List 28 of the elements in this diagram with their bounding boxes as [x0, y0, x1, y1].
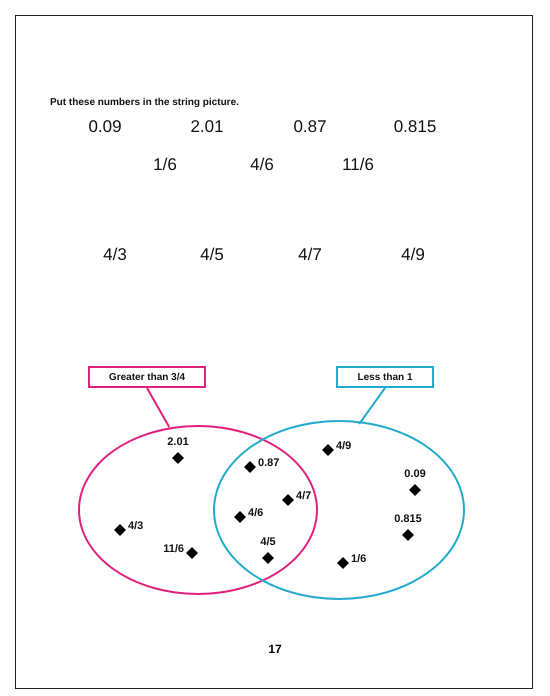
number-item: 0.09: [88, 117, 122, 137]
point-label: 4/3: [128, 520, 144, 532]
point-label: 11/6: [163, 543, 184, 555]
point-label: 0.815: [394, 513, 422, 525]
point-label: 4/7: [296, 490, 312, 502]
number-item: 0.815: [394, 117, 436, 137]
number-item: 4/9: [401, 245, 425, 265]
point-label: 4/9: [336, 440, 352, 452]
point-label: 4/6: [248, 507, 264, 519]
leader-line: [358, 387, 386, 425]
point-label: 1/6: [351, 553, 366, 565]
set-label: Less than 1: [336, 366, 434, 388]
number-item: 4/3: [103, 245, 127, 265]
instruction-text: Put these numbers in the string picture.: [50, 97, 239, 108]
number-item: 11/6: [342, 155, 374, 175]
point-label: 2.01: [167, 436, 189, 448]
leader-line: [146, 388, 170, 428]
page-number: 17: [268, 642, 282, 656]
number-item: 4/5: [200, 245, 224, 265]
point-label: 0.09: [404, 468, 426, 480]
number-item: 4/7: [298, 245, 322, 265]
point-label: 0.87: [258, 457, 280, 469]
set-label: Greater than 3/4: [88, 366, 206, 388]
point-label: 4/5: [260, 536, 276, 548]
number-item: 0.87: [293, 117, 327, 137]
number-item: 4/6: [250, 155, 274, 175]
number-item: 2.01: [190, 117, 224, 137]
number-item: 1/6: [153, 155, 177, 175]
